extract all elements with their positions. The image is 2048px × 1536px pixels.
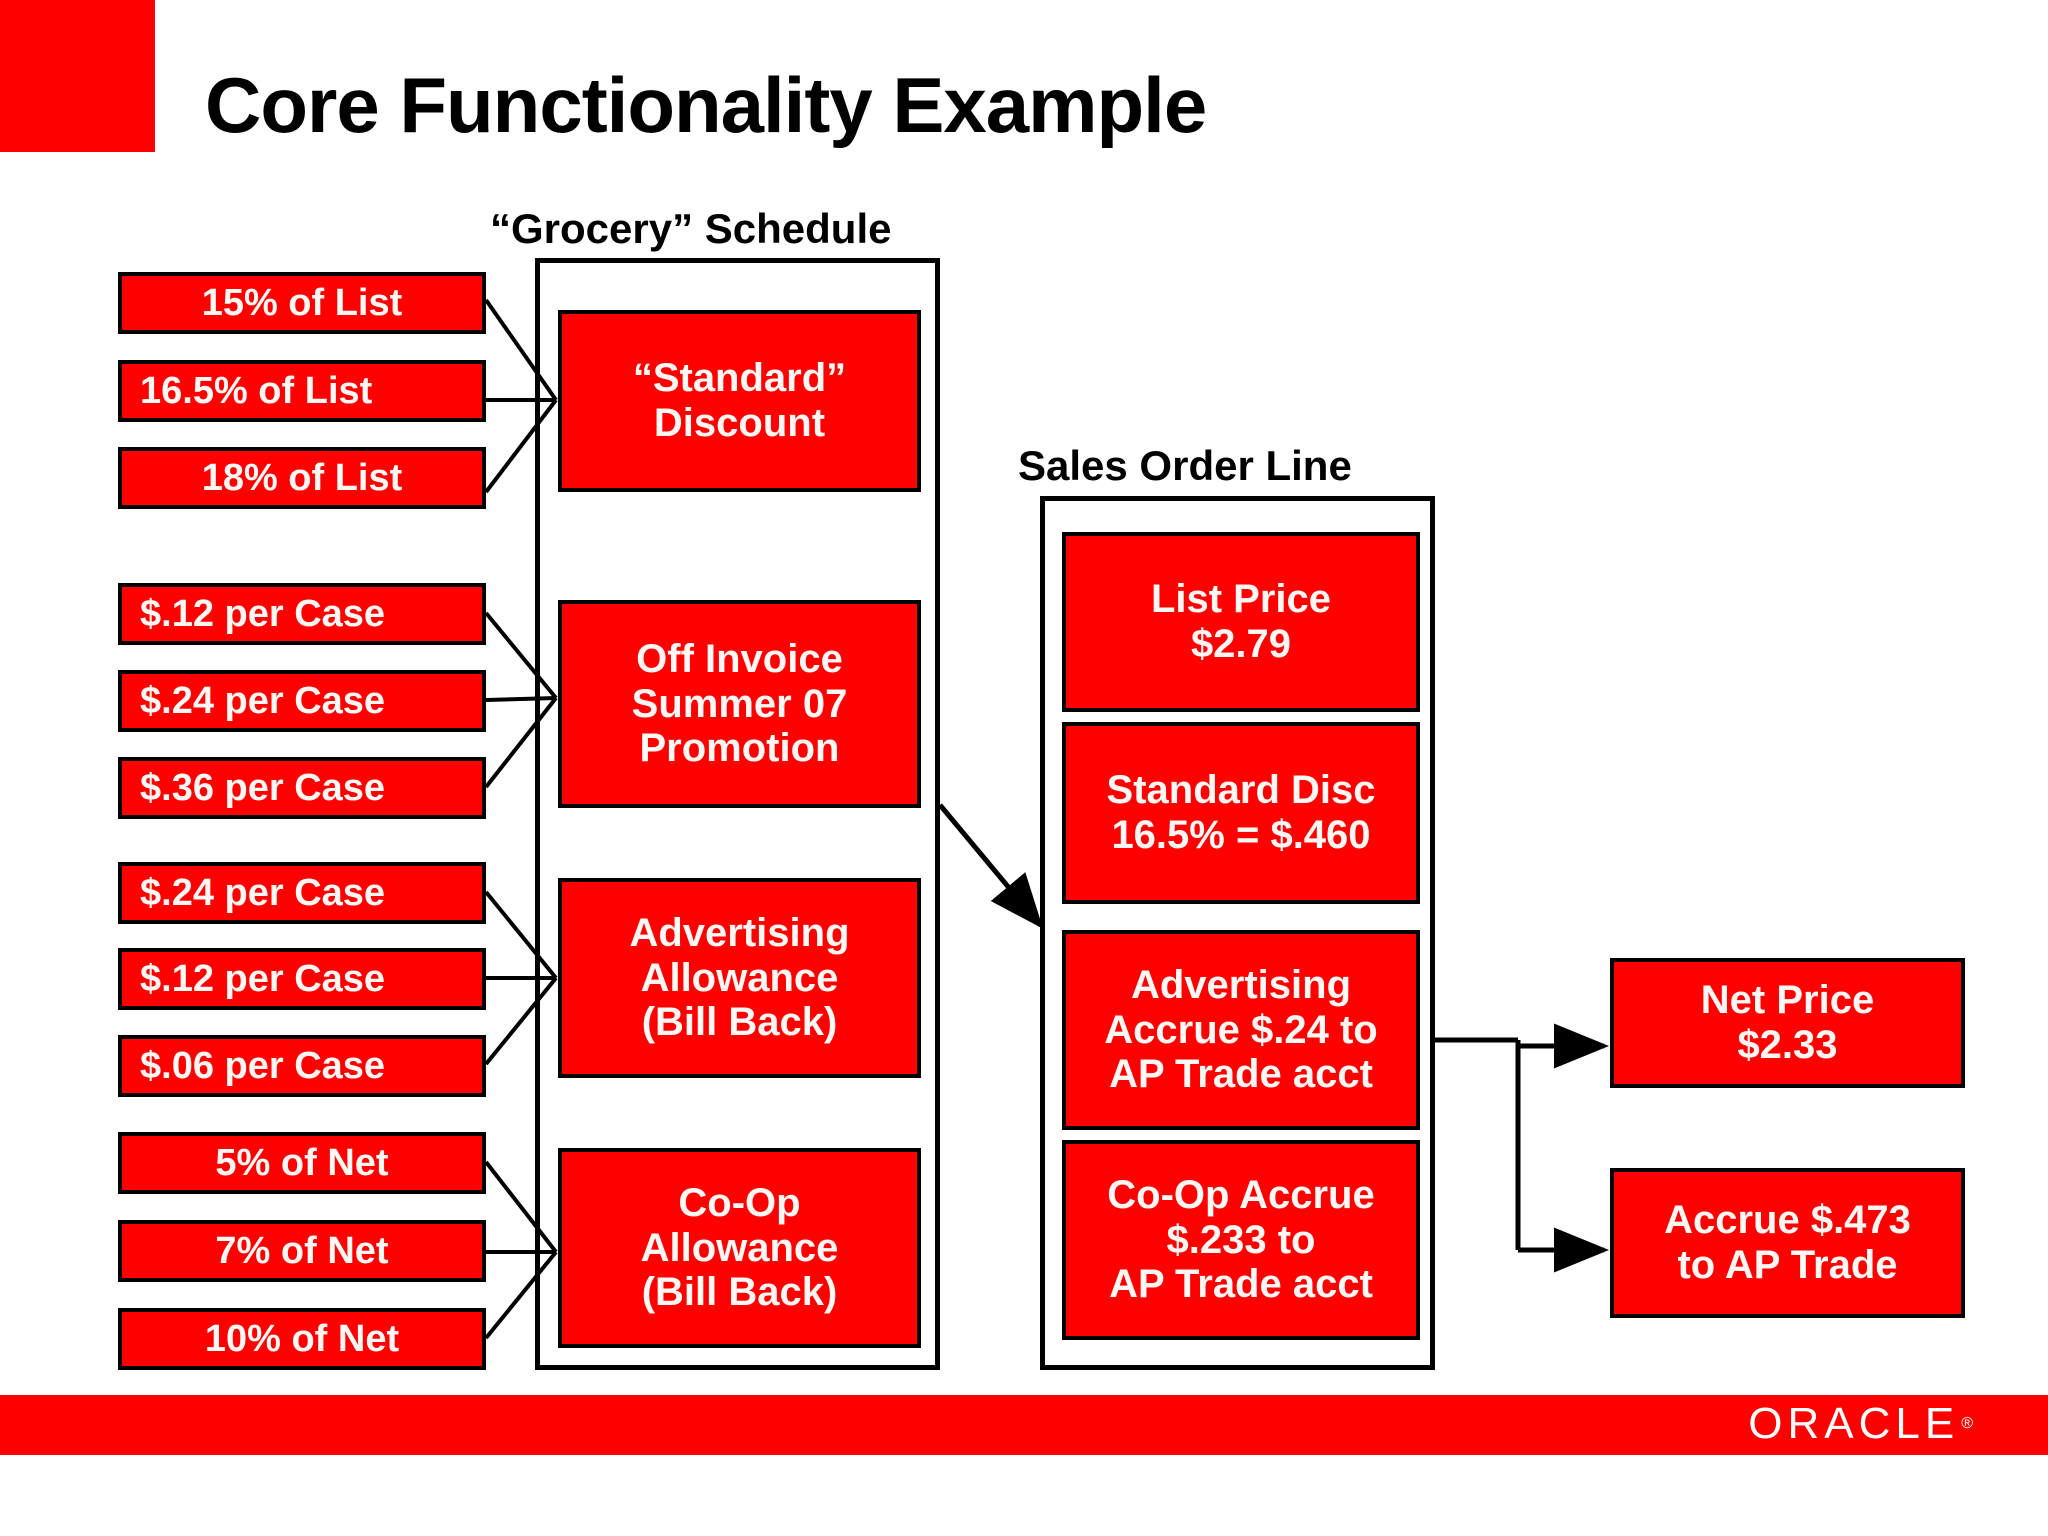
list-item[interactable]: 15% of List xyxy=(118,272,486,334)
list-item[interactable]: 7% of Net xyxy=(118,1220,486,1282)
registered-trademark-mark: ® xyxy=(1961,1415,1973,1432)
list-item[interactable]: $.36 per Case xyxy=(118,757,486,819)
list-item[interactable]: 18% of List xyxy=(118,447,486,509)
sales-order-line-heading: Sales Order Line xyxy=(1018,442,1352,489)
oracle-logo: ORACLE® xyxy=(1748,1398,1973,1450)
list-item[interactable]: $.24 per Case xyxy=(118,862,486,924)
card-off-invoice-promo[interactable]: Off Invoice Summer 07 Promotion xyxy=(558,600,921,808)
card-standard-disc[interactable]: Standard Disc 16.5% = $.460 xyxy=(1062,722,1420,904)
brand-accent-square xyxy=(0,0,155,152)
footer-bar xyxy=(0,1395,2048,1455)
card-list-price[interactable]: List Price $2.79 xyxy=(1062,532,1420,712)
list-item[interactable]: $.12 per Case xyxy=(118,583,486,645)
list-item[interactable]: 10% of Net xyxy=(118,1308,486,1370)
list-item[interactable]: 16.5% of List xyxy=(118,360,486,422)
card-advertising-accrue[interactable]: Advertising Accrue $.24 to AP Trade acct xyxy=(1062,930,1420,1130)
list-item[interactable]: 5% of Net xyxy=(118,1132,486,1194)
card-co-op-allowance[interactable]: Co-Op Allowance (Bill Back) xyxy=(558,1148,921,1348)
oracle-logo-text: ORACLE xyxy=(1748,1399,1960,1448)
card-advertising-allowance[interactable]: Advertising Allowance (Bill Back) xyxy=(558,878,921,1078)
list-item[interactable]: $.12 per Case xyxy=(118,948,486,1010)
grocery-schedule-container xyxy=(535,258,940,1370)
grocery-schedule-heading: “Grocery” Schedule xyxy=(490,205,892,252)
card-net-price[interactable]: Net Price $2.33 xyxy=(1610,958,1965,1088)
card-accrue-ap-trade[interactable]: Accrue $.473 to AP Trade xyxy=(1610,1168,1965,1318)
page-title: Core Functionality Example xyxy=(205,61,1207,149)
card-standard-discount[interactable]: “Standard” Discount xyxy=(558,310,921,492)
list-item[interactable]: $.06 per Case xyxy=(118,1035,486,1097)
list-item[interactable]: $.24 per Case xyxy=(118,670,486,732)
card-co-op-accrue[interactable]: Co-Op Accrue $.233 to AP Trade acct xyxy=(1062,1140,1420,1340)
sales-order-line-container xyxy=(1040,496,1435,1370)
